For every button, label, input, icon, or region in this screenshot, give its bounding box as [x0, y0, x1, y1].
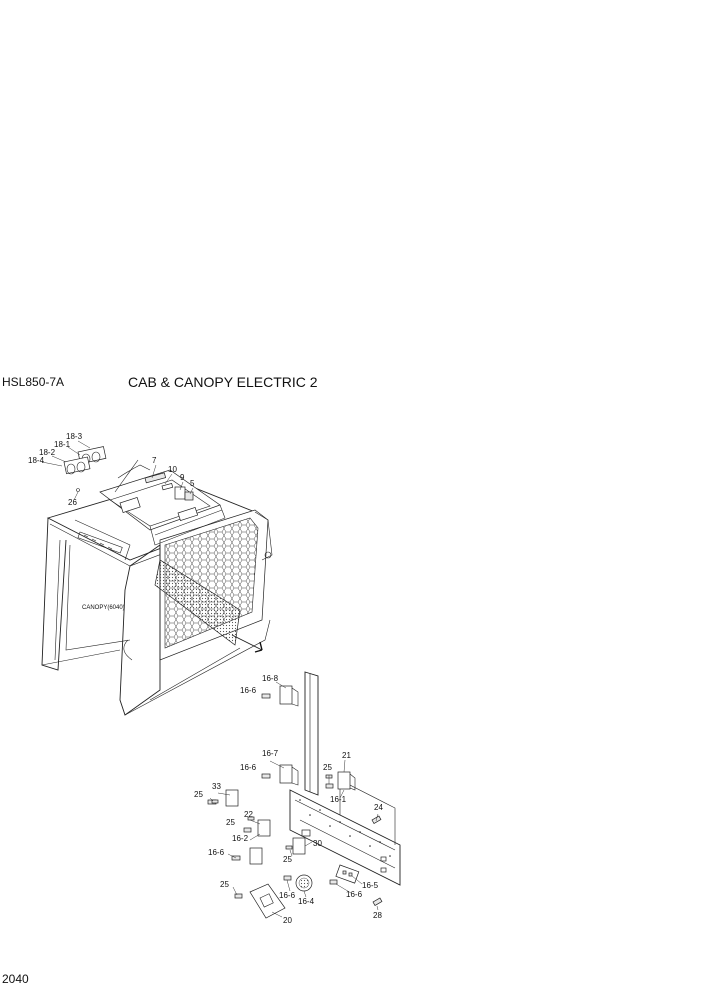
page-number: 2040 [2, 972, 29, 986]
callout-18-2: 18-2 [39, 448, 56, 457]
callout-16-6: 16-6 [208, 848, 225, 857]
callout-16-8: 16-8 [262, 674, 279, 683]
callout-16-6: 16-6 [240, 763, 257, 772]
callout-5: 5 [190, 479, 195, 488]
callout-16-5: 16-5 [362, 881, 379, 890]
callout-33: 33 [212, 782, 221, 791]
callout-25: 25 [283, 855, 292, 864]
callout-18-4: 18-4 [28, 456, 45, 465]
callout-16-6: 16-6 [346, 890, 363, 899]
canopy-ref-label: CANOPY(6040) [82, 605, 125, 611]
callout-25: 25 [226, 818, 235, 827]
callout-16-6: 16-6 [279, 891, 296, 900]
relay-panel [207, 671, 401, 919]
callout-7: 7 [152, 456, 157, 465]
callout-16-4: 16-4 [298, 897, 315, 906]
callout-18-3: 18-3 [66, 432, 83, 441]
callout-25: 25 [220, 880, 229, 889]
model-code: HSL850-7A [2, 375, 65, 389]
page-title: CAB & CANOPY ELECTRIC 2 [128, 374, 318, 390]
callout-18-1: 18-1 [54, 440, 71, 449]
callout-16-7: 16-7 [262, 749, 279, 758]
leader-lines [41, 440, 379, 918]
callout-26: 26 [68, 498, 77, 507]
callout-30: 30 [313, 839, 322, 848]
callout-16-2: 16-2 [232, 834, 249, 843]
callout-22: 22 [244, 810, 253, 819]
overhead-console [99, 459, 226, 546]
callout-16-6: 16-6 [240, 686, 257, 695]
callout-10: 10 [168, 465, 177, 474]
callout-20: 20 [283, 916, 292, 925]
canopy-frame [41, 479, 273, 716]
callout-24: 24 [374, 803, 383, 812]
callout-21: 21 [342, 751, 351, 760]
callout-25: 25 [323, 763, 332, 772]
callout-labels: CANOPY(6040) 18-3 18-1 18-2 18-4 26 7 10… [28, 432, 383, 925]
speaker-assembly [63, 446, 107, 492]
callout-28: 28 [373, 911, 382, 920]
callout-25: 25 [194, 790, 203, 799]
callout-16-1: 16-1 [330, 795, 347, 804]
callout-9: 9 [180, 473, 185, 482]
